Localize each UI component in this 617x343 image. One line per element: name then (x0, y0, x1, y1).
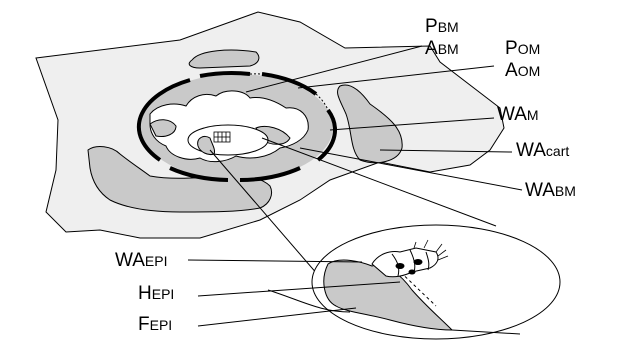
label-fepi: FEPI (138, 314, 172, 335)
label-pbm: PBM (425, 16, 459, 37)
label-abm: ABM (425, 38, 459, 59)
label-aom: AOM (505, 60, 540, 81)
label-hepi: HEPI (138, 283, 174, 304)
label-wam: WAM (497, 104, 539, 125)
label-pom: POM (505, 38, 540, 59)
label-wacart: WAcart (516, 140, 569, 161)
label-wabm: WABM (525, 180, 576, 201)
label-waepi: WAEPI (115, 250, 167, 271)
center-epithelial-cells (214, 132, 230, 142)
